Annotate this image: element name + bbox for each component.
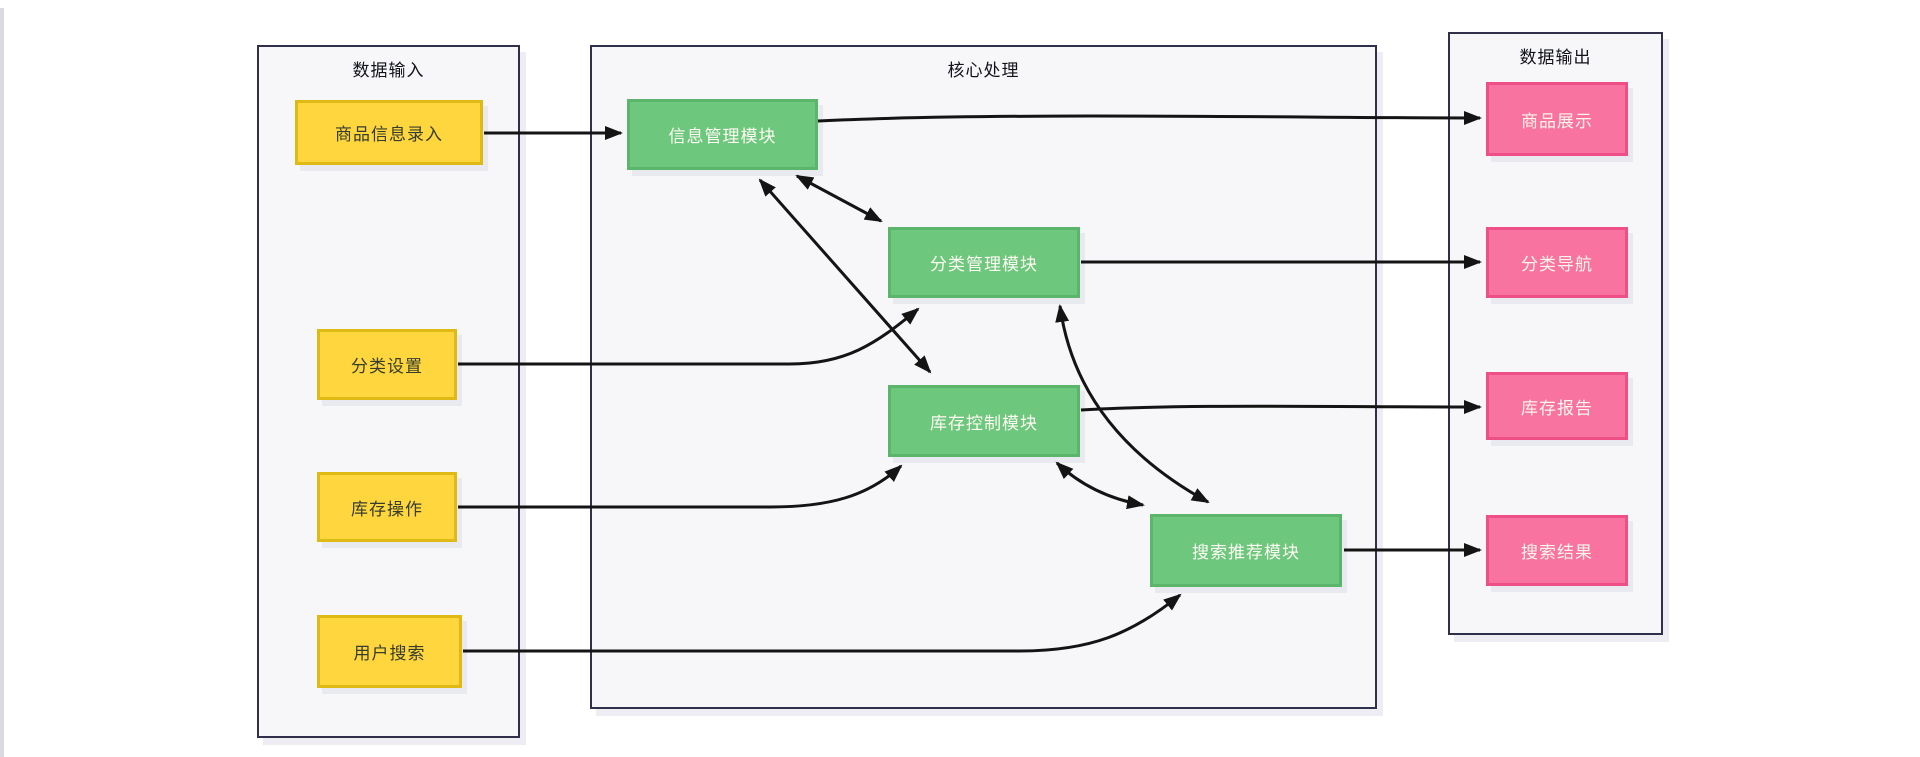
node-search-recommend-module-label: 搜索推荐模块	[1192, 543, 1300, 562]
node-category-navigation-label: 分类导航	[1521, 255, 1593, 274]
node-inventory-report-label: 库存报告	[1521, 398, 1593, 418]
node-product-display[interactable]: 商品展示	[1486, 82, 1628, 156]
panel-data-output-title: 数据输出	[1519, 48, 1592, 67]
node-category-management-module-label: 分类管理模块	[930, 255, 1038, 274]
panel-core-processing-title: 核心处理	[947, 61, 1020, 80]
node-search-recommend-module[interactable]: 搜索推荐模块	[1150, 514, 1342, 587]
node-product-info-entry[interactable]: 商品信息录入	[295, 100, 483, 165]
node-user-search-label: 用户搜索	[353, 644, 426, 663]
node-search-results-label: 搜索结果	[1521, 543, 1593, 562]
node-category-navigation[interactable]: 分类导航	[1486, 227, 1628, 298]
node-inventory-report[interactable]: 库存报告	[1486, 372, 1628, 440]
node-info-management-module-label: 信息管理模块	[668, 127, 777, 146]
node-search-results[interactable]: 搜索结果	[1486, 515, 1628, 586]
node-inventory-control-module[interactable]: 库存控制模块	[888, 385, 1080, 457]
node-product-info-entry-label: 商品信息录入	[335, 125, 443, 144]
node-inventory-operation-label: 库存操作	[351, 499, 423, 519]
node-product-display-label: 商品展示	[1521, 111, 1593, 131]
node-info-management-module[interactable]: 信息管理模块	[627, 99, 818, 170]
node-category-management-module[interactable]: 分类管理模块	[888, 227, 1080, 298]
node-inventory-control-module-label: 库存控制模块	[930, 413, 1038, 433]
node-category-setting[interactable]: 分类设置	[317, 329, 457, 400]
node-category-setting-label: 分类设置	[351, 357, 423, 376]
window-edge-strip	[0, 8, 4, 757]
panel-data-input-title: 数据输入	[352, 61, 425, 80]
node-inventory-operation[interactable]: 库存操作	[317, 472, 457, 542]
node-user-search[interactable]: 用户搜索	[317, 615, 462, 688]
